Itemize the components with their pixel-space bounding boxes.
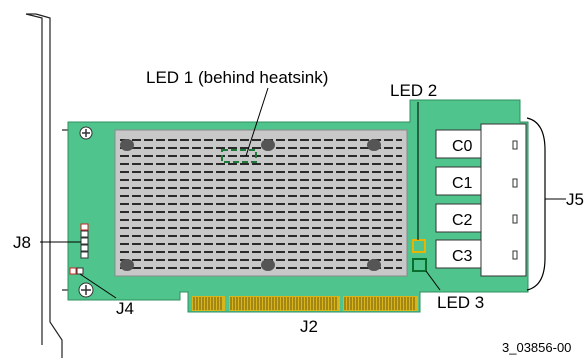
j2-label: J2 — [300, 317, 318, 336]
c0-port-label: C0 — [452, 138, 473, 155]
led2-label: LED 2 — [390, 81, 437, 100]
j4-header — [69, 267, 84, 275]
j4-leader-line — [79, 273, 117, 299]
led1-leader-line — [245, 87, 269, 157]
j4-label: J4 — [116, 299, 134, 318]
led3-leader-line — [425, 270, 441, 291]
heatsink-mount-post — [367, 259, 381, 271]
heatsink-mount-post — [367, 139, 381, 151]
mounting-bracket — [25, 13, 68, 358]
screw-icon — [78, 282, 94, 298]
c2-port-label: C2 — [452, 212, 473, 229]
j8-header — [80, 223, 89, 259]
j5-bracket — [526, 117, 546, 291]
led1-label: LED 1 (behind heatsink) — [146, 68, 328, 87]
j8-label: J8 — [13, 233, 31, 252]
led1-indicator — [221, 149, 257, 163]
c1-port-label: C1 — [452, 175, 473, 192]
j5-label: J5 — [566, 190, 584, 209]
heatsink — [114, 129, 408, 277]
heatsink-mount-post — [120, 139, 134, 151]
led3-indicator — [412, 258, 427, 272]
heatsink-mount-post — [261, 259, 275, 271]
heatsink-mount-post — [261, 139, 275, 151]
j2-edge-connector — [192, 296, 418, 311]
j5-connector — [435, 123, 527, 277]
c3-port-label: C3 — [452, 248, 473, 265]
heatsink-mount-post — [120, 259, 134, 271]
screw-icon — [79, 126, 93, 140]
led2-indicator — [412, 239, 426, 253]
figure-id-label: 3_03856-00 — [502, 340, 571, 355]
led3-label: LED 3 — [437, 293, 484, 312]
